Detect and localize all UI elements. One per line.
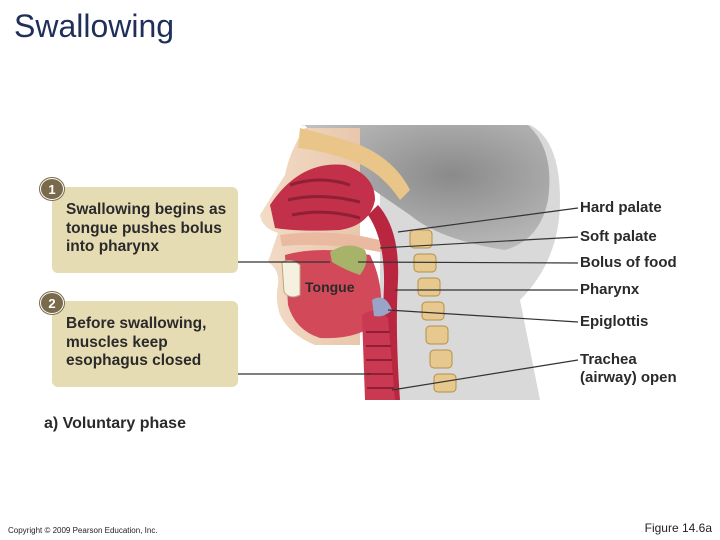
label-epiglottis: Epiglottis: [580, 313, 649, 330]
skull-bone: [298, 128, 410, 200]
figure-caption: a) Voluntary phase: [44, 415, 186, 432]
step-1-text: Swallowing begins as tongue pushes bolus…: [66, 201, 227, 255]
figure-number: Figure 14.6a: [644, 521, 712, 535]
label-soft-palate: Soft palate: [580, 228, 657, 245]
epiglottis-shape: [372, 297, 392, 317]
bolus-shape: [330, 245, 367, 275]
copyright-text: Copyright © 2009 Pearson Education, Inc.: [8, 526, 158, 535]
step-2-box: Before swallowing, muscles keep esophagu…: [52, 301, 238, 387]
label-trachea: Trachea (airway) open: [580, 351, 677, 386]
step-2-text: Before swallowing, muscles keep esophagu…: [66, 315, 207, 369]
palate: [280, 232, 386, 252]
tongue-label: Tongue: [305, 279, 355, 295]
step-2-badge: 2: [40, 292, 64, 314]
label-hard-palate: Hard palate: [580, 199, 662, 216]
label-pharynx: Pharynx: [580, 281, 640, 298]
step-1-box: Swallowing begins as tongue pushes bolus…: [52, 187, 238, 273]
step-1-badge: 1: [40, 178, 64, 200]
page-title: Swallowing: [14, 8, 175, 44]
label-bolus: Bolus of food: [580, 254, 677, 271]
cervical-spine: [409, 229, 457, 393]
teeth: [281, 260, 301, 298]
